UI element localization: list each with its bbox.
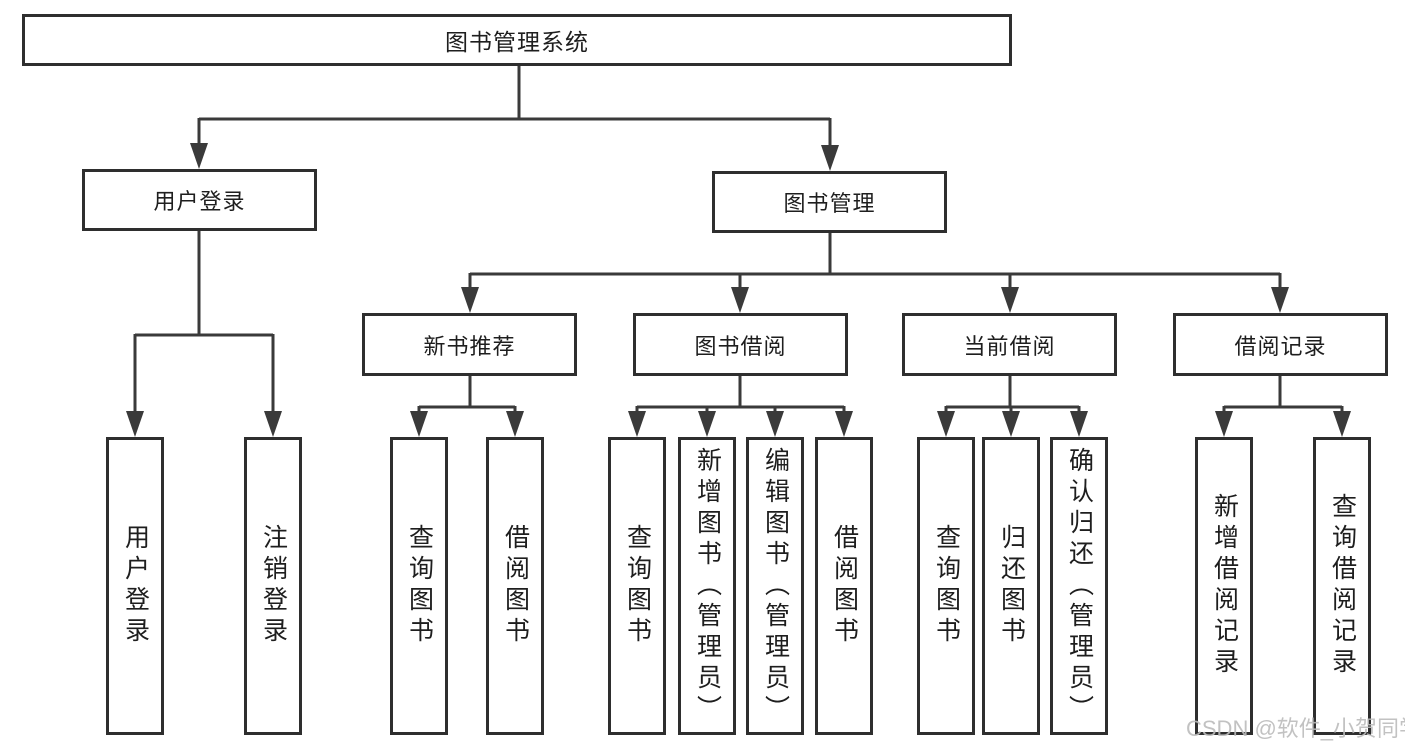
connector-userlogin-children [133, 231, 275, 418]
node-book-borrow: 图书借阅 [633, 313, 848, 376]
csdn-watermark: CSDN @软件_小贺同学 [1186, 716, 1405, 741]
arrow-d1 [937, 411, 955, 437]
arrow-c1 [628, 411, 646, 437]
node-leaf-borrow-book-2: 借阅图书 [815, 437, 873, 735]
node-borrow-record: 借阅记录 [1173, 313, 1388, 376]
arrow-e2 [1333, 411, 1351, 437]
arrow-c2 [698, 411, 716, 437]
node-label: 用户登录 [153, 189, 246, 214]
arrow-l3a [461, 287, 479, 313]
arrow-bookmgmt [821, 145, 839, 171]
node-label: 查询借阅记录 [1328, 493, 1357, 679]
arrow-l3c [1001, 287, 1019, 313]
node-leaf-query-book-3: 查询图书 [917, 437, 975, 735]
node-leaf-add-borrow-record: 新增借阅记录 [1195, 437, 1253, 735]
node-label: 图书借阅 [694, 333, 787, 359]
node-label: 新增借阅记录 [1210, 493, 1239, 679]
arrow-c4 [835, 411, 853, 437]
connector-newbook-children [417, 376, 517, 418]
node-label: 新增图书（管理员） [693, 446, 722, 726]
arrow-b1 [410, 411, 428, 437]
node-label: 查询图书 [932, 524, 961, 648]
arrow-l3b [731, 287, 749, 313]
node-new-book-recommend: 新书推荐 [362, 313, 577, 376]
node-label: 编辑图书（管理员） [761, 446, 790, 726]
node-label: 图书管理系统 [445, 29, 589, 55]
node-label: 归还图书 [997, 524, 1026, 648]
arrow-d3 [1070, 411, 1088, 437]
node-leaf-confirm-return-admin: 确认归还（管理员） [1050, 437, 1108, 735]
arrow-e1 [1215, 411, 1233, 437]
arrow-d2 [1002, 411, 1020, 437]
node-leaf-borrow-book-1: 借阅图书 [486, 437, 544, 735]
node-label: 借阅图书 [830, 524, 859, 648]
node-label: 注销登录 [259, 524, 288, 648]
node-label: 查询图书 [623, 524, 652, 648]
arrow-c3 [766, 411, 784, 437]
connector-root-to-l2 [197, 66, 832, 152]
node-label: 借阅图书 [501, 524, 530, 648]
node-leaf-add-book-admin: 新增图书（管理员） [678, 437, 736, 735]
arrowheads [126, 143, 1351, 437]
node-label: 查询图书 [405, 524, 434, 648]
node-label: 当前借阅 [963, 333, 1056, 359]
connector-paths [133, 66, 1344, 418]
arrow-a2 [264, 411, 282, 437]
arrow-l3d [1271, 287, 1289, 313]
node-leaf-logout: 注销登录 [244, 437, 302, 735]
node-label: 借阅记录 [1234, 333, 1327, 359]
connector-bookmgmt-to-l3 [468, 233, 1282, 294]
node-leaf-user-login: 用户登录 [106, 437, 164, 735]
node-label: 用户登录 [121, 524, 150, 648]
node-library-system: 图书管理系统 [22, 14, 1012, 66]
arrow-userlogin [190, 143, 208, 169]
node-label: 新书推荐 [423, 333, 516, 359]
node-leaf-query-book-1: 查询图书 [390, 437, 448, 735]
node-current-borrow: 当前借阅 [902, 313, 1117, 376]
node-leaf-edit-book-admin: 编辑图书（管理员） [746, 437, 804, 735]
node-label: 确认归还（管理员） [1065, 446, 1094, 726]
node-leaf-return-book: 归还图书 [982, 437, 1040, 735]
node-leaf-query-book-2: 查询图书 [608, 437, 666, 735]
arrow-a1 [126, 411, 144, 437]
connector-borrow-children [635, 376, 846, 418]
node-leaf-query-borrow-record: 查询借阅记录 [1313, 437, 1371, 735]
node-label: 图书管理 [783, 191, 876, 216]
node-user-login-module: 用户登录 [82, 169, 317, 231]
connector-record-children [1222, 376, 1344, 418]
arrow-b2 [506, 411, 524, 437]
node-book-management-module: 图书管理 [712, 171, 947, 233]
